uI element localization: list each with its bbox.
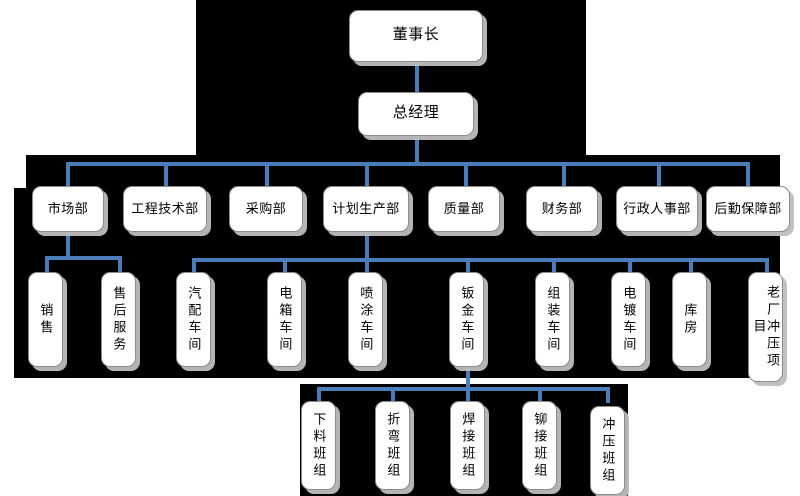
node-department-market[interactable]: 市场部 — [32, 186, 104, 232]
connector-drop-riveting — [538, 387, 542, 403]
connector-drop-quality — [464, 162, 468, 186]
connector-drop-electric-box — [283, 258, 287, 274]
node-department-quality[interactable]: 质量部 — [428, 186, 500, 232]
node-general-manager[interactable]: 总经理 — [358, 92, 474, 136]
connector-drop-old-stamping — [765, 258, 769, 274]
node-workshop-auto-parts[interactable]: 汽配车间 — [176, 272, 211, 367]
connector-drop-welding — [466, 387, 470, 403]
connector-drop-planning — [365, 162, 369, 186]
node-workshop-sheet-metal[interactable]: 钣金车间 — [449, 272, 484, 367]
connector-drop-bending — [391, 387, 395, 403]
node-workshop-old-factory-stamping[interactable]: 老厂冲压项目 — [748, 272, 783, 382]
node-unit-after-sales[interactable]: 售后服务 — [101, 272, 136, 367]
connector-drop-finance — [562, 162, 566, 186]
connector-drop-engineering — [164, 162, 168, 186]
connector-drop-auto-parts — [192, 258, 196, 274]
connector-market-bus — [45, 256, 122, 260]
node-department-planning-production[interactable]: 计划生产部 — [323, 186, 409, 232]
node-department-finance[interactable]: 财务部 — [526, 186, 598, 232]
connector-drop-assembly — [552, 258, 556, 274]
node-team-stamping[interactable]: 冲压班组 — [590, 406, 625, 495]
connector-drop-stamping — [606, 387, 610, 403]
node-department-purchasing[interactable]: 采购部 — [229, 186, 303, 232]
connector-planning-down — [365, 232, 369, 260]
connector-workshop-bus — [192, 258, 765, 262]
connector-sheetmetal-down — [466, 367, 470, 389]
connector-drop-logistics — [746, 162, 750, 186]
connector-drop-sales — [45, 256, 49, 274]
node-workshop-assembly[interactable]: 组装车间 — [535, 272, 570, 367]
connector-drop-sheet-metal — [466, 258, 470, 274]
connector-drop-cutting — [317, 387, 321, 403]
connector-market-down — [66, 232, 70, 258]
connector-drop-purchasing — [265, 162, 269, 186]
connector-drop-painting — [365, 258, 369, 274]
node-workshop-warehouse[interactable]: 库房 — [672, 272, 707, 367]
node-workshop-plating[interactable]: 电镀车间 — [611, 272, 646, 367]
node-workshop-electric-box[interactable]: 电箱车间 — [267, 272, 302, 367]
node-department-engineering[interactable]: 工程技术部 — [123, 186, 207, 232]
connector-team-bus — [317, 387, 610, 391]
node-chairman[interactable]: 董事长 — [349, 10, 483, 62]
connector-drop-warehouse — [689, 258, 693, 274]
node-team-bending[interactable]: 折弯班组 — [375, 401, 410, 490]
node-workshop-painting[interactable]: 喷涂车间 — [348, 272, 383, 367]
node-department-logistics[interactable]: 后勤保障部 — [706, 186, 790, 232]
connector-department-bus — [66, 162, 748, 166]
node-team-cutting[interactable]: 下料班组 — [301, 401, 336, 490]
node-team-riveting[interactable]: 铆接班组 — [522, 401, 557, 490]
connector-drop-plating — [628, 258, 632, 274]
node-department-admin-hr[interactable]: 行政人事部 — [616, 186, 698, 232]
connector-drop-after-sales — [118, 256, 122, 274]
node-unit-sales[interactable]: 销售 — [28, 272, 63, 367]
connector-gm-down — [415, 136, 419, 164]
connector-drop-market — [66, 162, 70, 186]
connector-drop-adminhr — [657, 162, 661, 186]
node-team-welding[interactable]: 焊接班组 — [450, 401, 485, 490]
connector-chairman-to-gm — [415, 62, 419, 92]
